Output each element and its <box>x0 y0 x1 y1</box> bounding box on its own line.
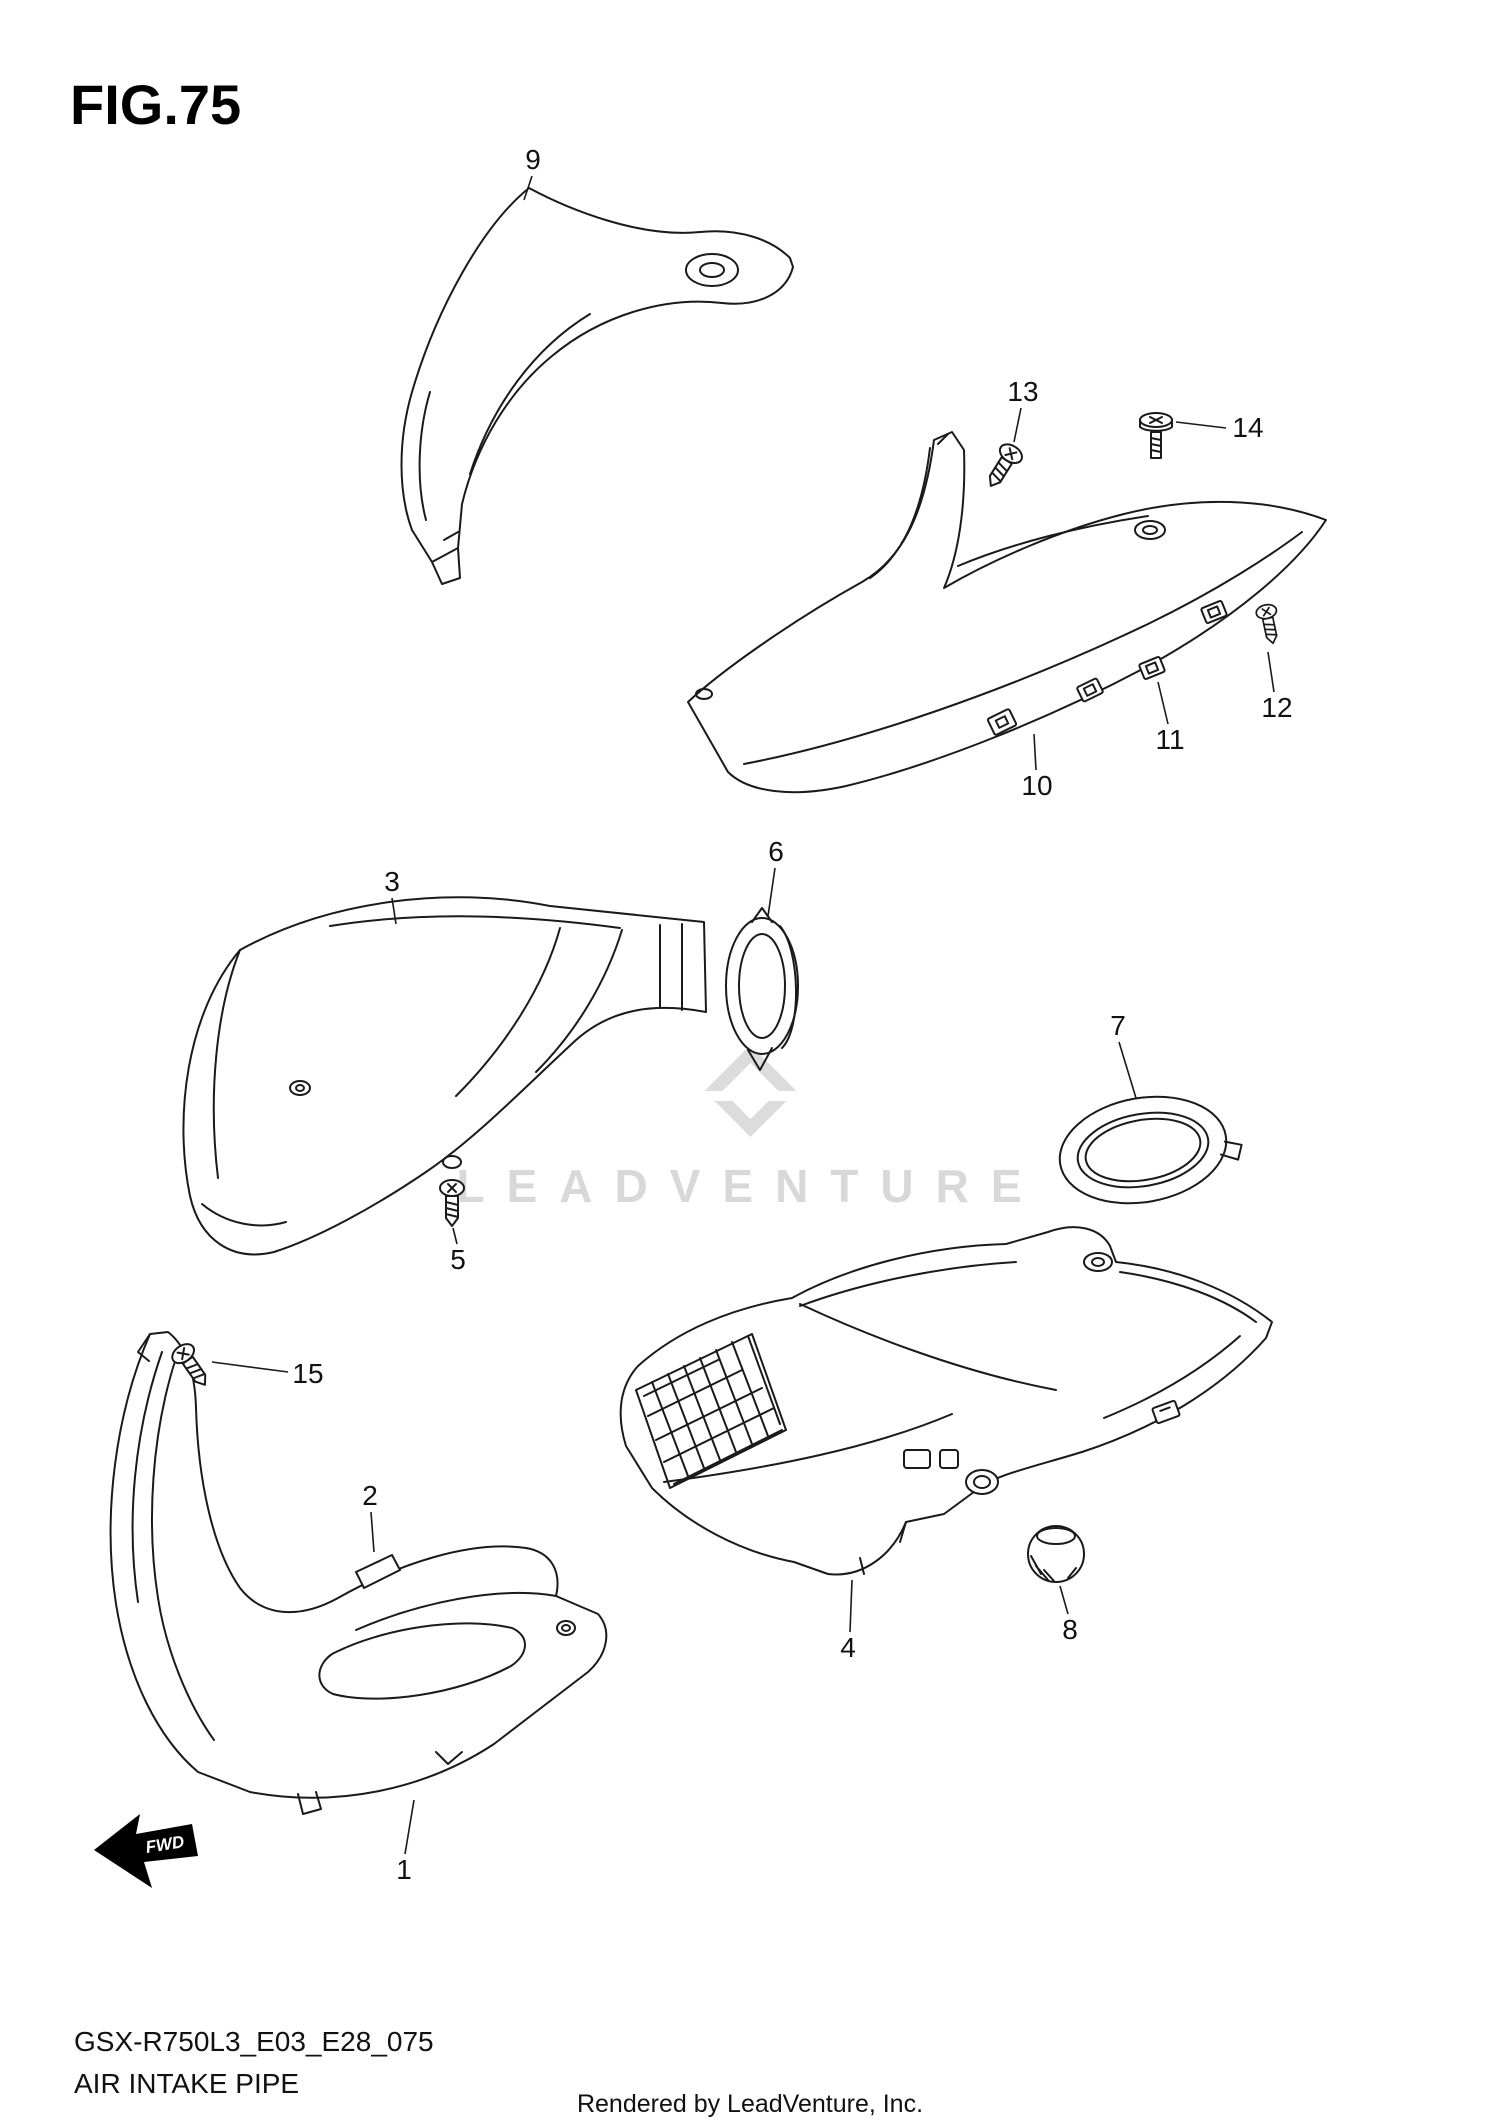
part-2-drawing <box>355 1554 401 1589</box>
leader-4 <box>849 1579 853 1633</box>
part-7-drawing <box>1058 1095 1243 1205</box>
leader-6 <box>767 867 776 917</box>
leader-1 <box>404 1799 415 1855</box>
callout-1: 1 <box>396 1854 412 1885</box>
rendered-by: Rendered by LeadVenture, Inc. <box>576 2090 924 2118</box>
part-11-drawing <box>1138 656 1166 680</box>
leader-14 <box>1175 421 1227 429</box>
intake-grill-hatch <box>643 1335 783 1485</box>
leader-5 <box>452 1227 458 1245</box>
callout-13: 13 <box>1007 376 1039 407</box>
part-8-drawing <box>1027 1525 1085 1583</box>
callout-15: 15 <box>292 1358 324 1389</box>
callout-4: 4 <box>840 1632 856 1663</box>
callout-7: 7 <box>1110 1010 1126 1041</box>
figure-title: FIG.75 <box>70 73 242 136</box>
callout-3: 3 <box>384 866 400 897</box>
leader-9 <box>523 175 533 201</box>
leader-8 <box>1059 1585 1069 1615</box>
figure-name: AIR INTAKE PIPE <box>74 2068 300 2099</box>
callout-8: 8 <box>1062 1614 1078 1645</box>
part-5-drawing <box>439 1179 465 1227</box>
callout-2: 2 <box>362 1480 378 1511</box>
callout-6: 6 <box>768 836 784 867</box>
part-6-drawing <box>725 907 799 1071</box>
callout-11: 11 <box>1155 724 1185 755</box>
leader-2 <box>370 1511 375 1553</box>
callout-12: 12 <box>1261 692 1293 723</box>
part-3-drawing <box>182 896 707 1256</box>
leader-3 <box>391 897 397 925</box>
callout-10: 10 <box>1021 770 1053 801</box>
part-14-drawing <box>1139 412 1173 459</box>
part-code: GSX-R750L3_E03_E28_075 <box>74 2026 434 2057</box>
leader-12 <box>1267 651 1275 693</box>
part-4-drawing <box>619 1226 1273 1576</box>
part-13-drawing <box>979 439 1027 494</box>
leader-13 <box>1013 407 1022 443</box>
leader-11 <box>1157 681 1169 725</box>
callout-14: 14 <box>1232 412 1264 443</box>
leader-lines <box>211 175 1275 1855</box>
part-10-drawing <box>687 431 1327 794</box>
part-9-drawing <box>400 187 794 585</box>
leader-15 <box>211 1361 289 1373</box>
callout-9: 9 <box>525 144 541 175</box>
part-1-drawing <box>109 1331 608 1815</box>
fwd-arrow: FWD <box>94 1814 198 1888</box>
callout-5: 5 <box>450 1244 466 1275</box>
part-12-drawing <box>1254 602 1284 647</box>
leader-7 <box>1118 1041 1137 1099</box>
leader-10 <box>1033 733 1037 771</box>
